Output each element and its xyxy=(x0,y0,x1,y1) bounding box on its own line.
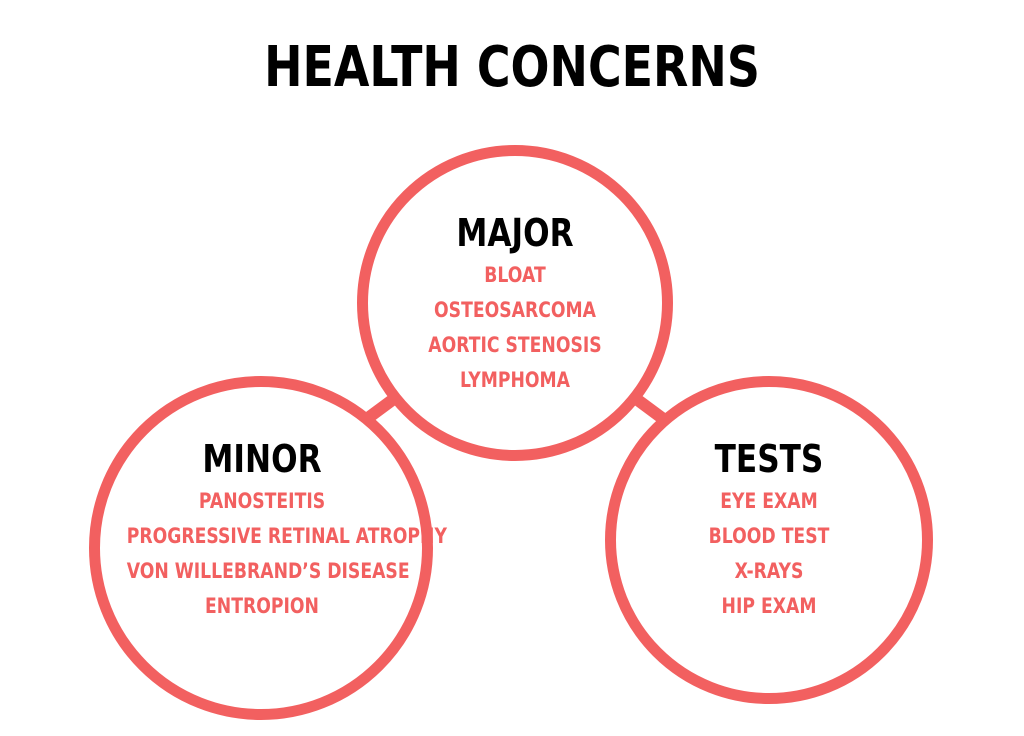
minor-circle xyxy=(89,376,433,720)
tests-item: BLOOD TEST xyxy=(708,524,830,548)
major-item: OSTEOSARCOMA xyxy=(434,298,596,322)
tests-list: EYE EXAM BLOOD TEST X-RAYS HIP EXAM xyxy=(641,484,897,624)
minor-item: PANOSTEITIS xyxy=(198,489,326,513)
major-heading: MAJOR xyxy=(456,211,574,255)
major-item: LYMPHOMA xyxy=(459,368,571,392)
minor-item: VON WILLEBRAND’S DISEASE xyxy=(126,559,410,583)
tests-section: TESTS EYE EXAM BLOOD TEST X-RAYS HIP EXA… xyxy=(641,436,897,624)
connector-major-tests xyxy=(631,393,666,423)
major-item: BLOAT xyxy=(484,263,546,287)
major-circle xyxy=(357,145,673,461)
major-list: BLOAT OSTEOSARCOMA AORTIC STENOSIS LYMPH… xyxy=(392,258,638,398)
tests-circle xyxy=(605,376,933,704)
minor-section: MINOR PANOSTEITIS PROGRESSIVE RETINAL AT… xyxy=(126,436,447,624)
page-title: HEALTH CONCERNS xyxy=(264,35,760,100)
tests-heading: TESTS xyxy=(714,437,824,481)
major-section: MAJOR BLOAT OSTEOSARCOMA AORTIC STENOSIS… xyxy=(392,210,638,398)
minor-item: PROGRESSIVE RETINAL ATROPHY xyxy=(126,524,447,548)
minor-list: PANOSTEITIS PROGRESSIVE RETINAL ATROPHY … xyxy=(126,484,447,624)
tests-item: HIP EXAM xyxy=(721,594,817,618)
minor-heading: MINOR xyxy=(202,437,322,481)
major-item: AORTIC STENOSIS xyxy=(428,333,602,357)
tests-item: X-RAYS xyxy=(734,559,804,583)
minor-item: ENTROPION xyxy=(205,594,319,618)
tests-item: EYE EXAM xyxy=(720,489,818,513)
